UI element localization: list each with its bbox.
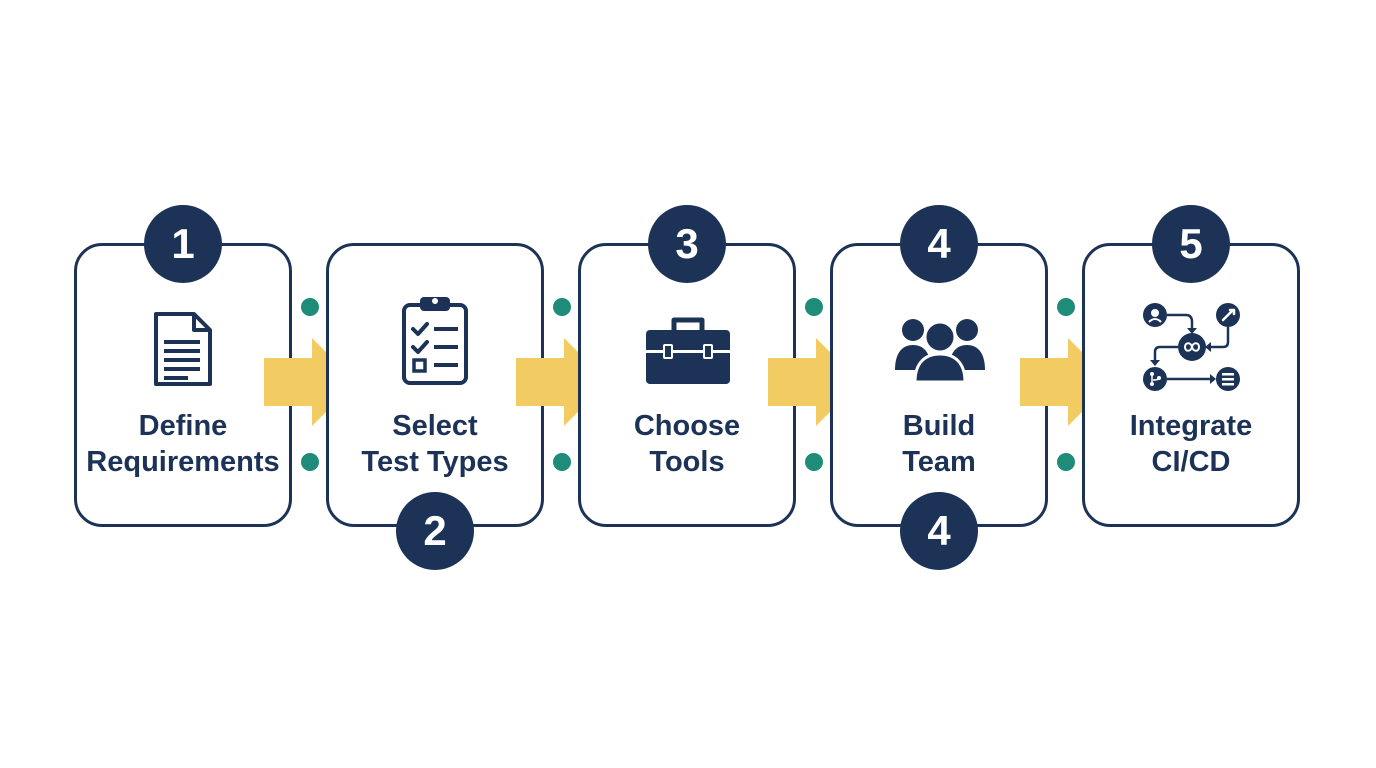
step-label-5: Integrate CI/CD: [1071, 408, 1311, 480]
step-number-badge-3: 3: [648, 205, 726, 283]
step-card-5: [1082, 243, 1300, 527]
step-card-4: [830, 243, 1048, 527]
connector-dot: [1057, 298, 1075, 316]
step-number-badge-4-top: 4: [900, 205, 978, 283]
connector-dot: [553, 298, 571, 316]
step-number-badge-4-bottom: 4: [900, 492, 978, 570]
step-label-5-line2: CI/CD: [1151, 446, 1231, 478]
step-number-badge-2: 2: [396, 492, 474, 570]
connector-dot: [301, 453, 319, 471]
step-label-4-line2: Team: [902, 446, 976, 478]
connector-dot: [1057, 453, 1075, 471]
step-label-4-line1: Build: [902, 410, 976, 442]
step-label-1-line1: Define: [138, 410, 228, 442]
step-number-badge-1: 1: [144, 205, 222, 283]
connector-dot: [805, 453, 823, 471]
step-label-5-line1: Integrate: [1129, 410, 1253, 442]
step-label-1-line2: Requirements: [86, 446, 280, 478]
step-label-2-line2: Test Types: [361, 446, 509, 478]
step-label-3-line1: Choose: [633, 410, 741, 442]
step-label-2: Select Test Types: [315, 408, 555, 480]
step-number-badge-5: 5: [1152, 205, 1230, 283]
team-icon: [895, 319, 985, 384]
step-label-1: Define Requirements: [63, 408, 303, 480]
ci-cd-pipeline-icon: [1143, 303, 1240, 391]
step-label-2-line1: Select: [392, 410, 478, 442]
connector-dot: [553, 453, 571, 471]
connector-dot: [301, 298, 319, 316]
connector-dot: [805, 298, 823, 316]
clipboard-checklist-icon: [402, 297, 468, 385]
step-label-3: Choose Tools: [567, 408, 807, 480]
document-icon: [154, 312, 212, 386]
toolbox-icon: [646, 317, 730, 384]
step-label-4: Build Team: [819, 408, 1059, 480]
step-label-3-line2: Tools: [649, 446, 725, 478]
